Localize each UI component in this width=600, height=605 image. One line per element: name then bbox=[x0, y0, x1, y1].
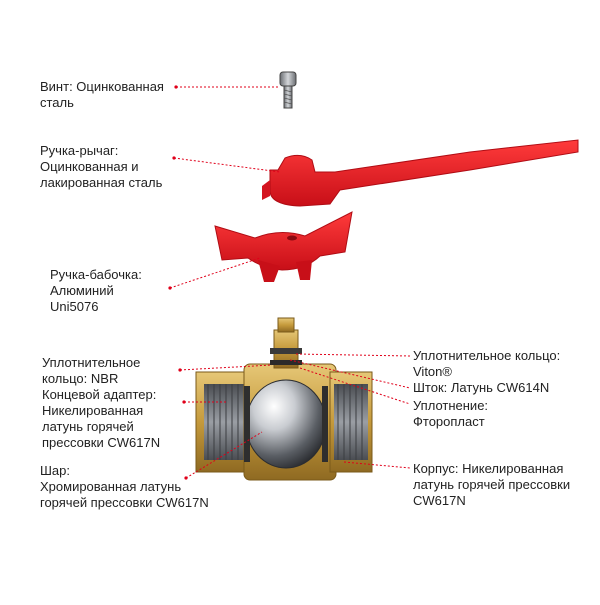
callout-lever-line: Оцинкованная и bbox=[40, 159, 139, 174]
callout-packing: Уплотнение: Фторопласт bbox=[413, 398, 488, 430]
callout-seal-viton: Уплотнительное кольцо: Viton® bbox=[413, 348, 560, 380]
callout-packing-line: Уплотнение: bbox=[413, 398, 489, 413]
callout-seal-nbr-line: Уплотнительное bbox=[42, 355, 141, 370]
callout-body-line: латунь горячей прессовки bbox=[413, 477, 571, 492]
callout-packing-line: Фторопласт bbox=[413, 414, 485, 429]
callout-ball-line: Хромированная латунь bbox=[40, 479, 182, 494]
callout-butterfly-line: Ручка-бабочка: bbox=[50, 267, 142, 282]
callout-body-line: CW617N bbox=[413, 493, 466, 508]
screw-part bbox=[279, 71, 297, 109]
leader-seal-nbr bbox=[179, 364, 273, 371]
callout-end-adapter-line: Никелированная bbox=[42, 403, 144, 418]
callout-screw: Винт: Оцинкованная сталь bbox=[40, 79, 164, 111]
callout-seal-nbr: Уплотнительное кольцо: NBR bbox=[42, 355, 140, 387]
callout-screw-line: Винт: Оцинкованная bbox=[40, 79, 164, 94]
lever-handle-part bbox=[262, 139, 579, 207]
butterfly-handle-part bbox=[214, 211, 353, 282]
valve-body-part bbox=[195, 317, 373, 481]
callout-lever-line: лакированная сталь bbox=[40, 175, 163, 190]
callout-ball: Шар: Хромированная латунь горячей прессо… bbox=[40, 463, 209, 511]
callout-seal-viton-line: Viton® bbox=[413, 364, 452, 379]
callout-stem-line: Шток: Латунь CW614N bbox=[413, 380, 550, 395]
leader-stem bbox=[289, 359, 411, 389]
callout-screw-line: сталь bbox=[40, 95, 74, 110]
leader-seal-viton bbox=[295, 353, 411, 357]
callout-end-adapter-line: Концевой адаптер: bbox=[42, 387, 157, 402]
callout-ball-line: Шар: bbox=[40, 463, 70, 478]
callout-lever: Ручка-рычаг: Оцинкованная и лакированная… bbox=[40, 143, 162, 191]
leader-body bbox=[343, 461, 411, 469]
callout-end-adapter-line: латунь горячей bbox=[42, 419, 134, 434]
callout-seal-viton-line: Уплотнительное кольцо: bbox=[413, 348, 561, 363]
callout-butterfly: Ручка-бабочка: Алюминий Uni5076 bbox=[50, 267, 142, 315]
leader-ball bbox=[185, 431, 263, 479]
callout-body-line: Корпус: Никелированная bbox=[413, 461, 564, 476]
callout-butterfly-line: Uni5076 bbox=[50, 299, 99, 314]
callout-stem: Шток: Латунь CW614N bbox=[413, 380, 549, 396]
leader-packing bbox=[299, 367, 411, 405]
leader-butterfly bbox=[169, 257, 261, 289]
leader-lever bbox=[173, 157, 281, 173]
callout-body: Корпус: Никелированная латунь горячей пр… bbox=[413, 461, 570, 509]
callout-butterfly-line: Алюминий bbox=[50, 283, 114, 298]
callout-end-adapter: Концевой адаптер: Никелированная латунь … bbox=[42, 387, 160, 451]
leader-dots bbox=[168, 85, 188, 480]
callout-seal-nbr-line: кольцо: NBR bbox=[42, 371, 119, 386]
callout-ball-line: горячей прессовки CW617N bbox=[40, 495, 209, 510]
callout-end-adapter-line: прессовки CW617N bbox=[42, 435, 161, 450]
callout-lever-line: Ручка-рычаг: bbox=[40, 143, 119, 158]
leader-lines bbox=[169, 86, 411, 479]
